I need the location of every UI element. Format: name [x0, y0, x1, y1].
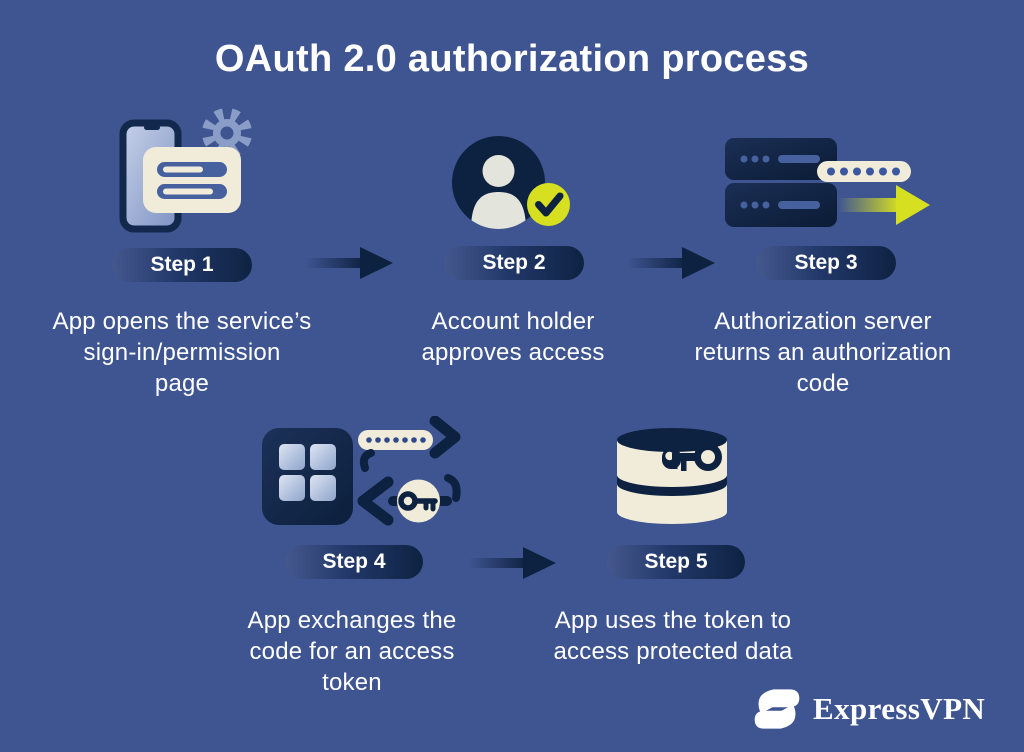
checkmark-icon: [527, 183, 570, 226]
database-icon: [617, 428, 727, 524]
arrow-right-icon: [468, 547, 556, 579]
step-4-description: App exchanges the code for an access tok…: [248, 605, 457, 698]
desc-line: code for an access: [249, 638, 455, 665]
desc-line: sign-in/permission: [83, 339, 281, 366]
page-title: OAuth 2.0 authorization process: [214, 38, 810, 80]
code-pill-icon: [358, 430, 433, 450]
key-icon: [397, 479, 440, 523]
phone-notch: [144, 125, 160, 130]
desc-line: returns an authorization: [694, 339, 952, 366]
arrow-right-icon: [627, 247, 715, 279]
step-3-description: Authorization server returns an authoriz…: [695, 306, 952, 399]
step-badge-5: Step 5: [607, 545, 745, 579]
desc-line: approves access: [421, 339, 605, 366]
step-1-description: App opens the service’s sign-in/permissi…: [53, 306, 312, 399]
signin-form-icon: [143, 147, 241, 213]
app-grid-icon: [262, 428, 353, 525]
key-icon: [662, 443, 722, 471]
desc-line: App uses the token to: [554, 607, 792, 634]
desc-line: page: [154, 370, 210, 397]
step-badge-3: Step 3: [756, 246, 896, 280]
lime-arrow-icon: [838, 185, 930, 225]
arrow-right-icon: [305, 247, 393, 279]
desc-line: App opens the service’s: [52, 308, 312, 335]
step-badge-4: Step 4: [285, 545, 423, 579]
server-icon: [725, 138, 837, 227]
brand-name: ExpressVPN: [813, 691, 986, 726]
desc-line: Authorization server: [714, 308, 932, 335]
desc-line: Account holder: [431, 308, 595, 335]
step-5-description: App uses the token to access protected d…: [553, 605, 792, 667]
step-badge-1: Step 1: [112, 248, 252, 282]
desc-line: code: [796, 370, 850, 397]
user-avatar-icon: [471, 155, 526, 229]
auth-code-pill-icon: [817, 161, 911, 182]
step-badge-2: Step 2: [444, 246, 584, 280]
phone-signin-form-icon: [119, 108, 252, 233]
expressvpn-logo-icon: [754, 689, 800, 729]
desc-line: token: [322, 669, 382, 696]
server-auth-code-icon: [725, 138, 930, 227]
desc-line: access protected data: [553, 638, 793, 665]
database-token-icon: [617, 428, 727, 524]
code-key-exchange-icon: [262, 416, 461, 526]
account-approval-icon: [452, 136, 570, 229]
step-2-description: Account holder approves access: [421, 306, 604, 368]
brand-logo: ExpressVPN: [750, 684, 985, 734]
desc-line: App exchanges the: [247, 607, 457, 634]
